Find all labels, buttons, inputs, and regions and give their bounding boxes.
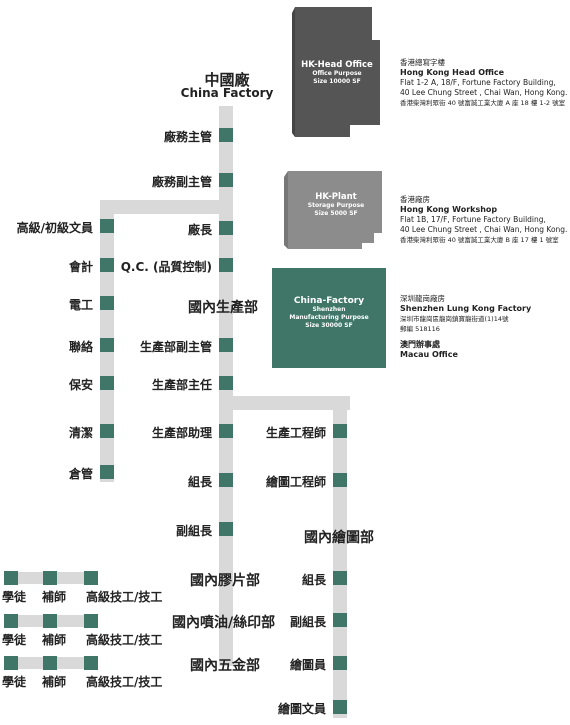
label-security: 保安 [68,378,93,392]
node-drafting-engineer [333,473,347,487]
hk-plant-label: HK-Plant Storage Purpose Size 5000 SF [307,192,365,217]
node-deputy-team-lead [219,522,233,536]
label-plant-head: 廠長 [187,223,212,237]
worker-node-3c [84,656,98,670]
node-left-0 [100,219,114,233]
hk-head-office-label: HK-Head Office Office Purpose Size 10000… [301,60,373,85]
worker-node-1a [4,571,18,585]
label-accountant: 會計 [68,260,93,274]
node-prod-engineer [333,424,347,438]
hk-plant-building [284,171,382,249]
label-apprentice-1: 學徒 [2,590,27,604]
node-factory-manager [219,128,233,142]
worker-node-1b [43,571,57,585]
label-apprentice-2: 學徒 [2,633,27,647]
node-deputy-factory-manager [219,173,233,187]
label-qc: Q.C. (品質控制) [120,260,212,274]
node-prod-deputy [219,338,233,352]
china-factory-title-zh: 中國廠 [204,71,250,89]
left-branch-horizontal [100,200,233,214]
china-factory-address: 深圳龍崗廠房 Shenzhen Lung Kong Factory 深圳市龍崗區… [400,294,532,359]
label-hardware-dept: 國內五金部 [190,658,260,674]
label-drafting-engineer: 繪圖工程師 [265,475,326,489]
label-team-lead: 組長 [187,475,212,489]
node-left-6 [100,465,114,479]
china-factory-title-en: China Factory [180,86,274,100]
label-right-team-lead: 組長 [301,573,326,587]
label-warehouse: 倉管 [68,467,93,481]
node-drafter [333,656,347,670]
label-apprentice-3: 學徒 [2,675,27,689]
label-spray-dept: 國內噴油/絲印部 [172,615,276,631]
node-right-deputy-team-lead [333,613,347,627]
label-production-dept: 國內生產部 [188,300,258,316]
label-assistant-3: 補師 [42,675,67,689]
label-factory-manager: 廠務主管 [163,130,212,144]
worker-node-2b [43,614,57,628]
hk-plant-address: 香港廠房 Hong Kong Workshop Flat 1B, 17/F, F… [400,195,568,244]
worker-node-3b [43,656,57,670]
china-factory-building [272,268,386,368]
label-technician-2: 高級技工/技工 [86,633,163,647]
label-right-deputy-team-lead: 副組長 [289,615,326,629]
label-electrician: 電工 [68,298,93,312]
worker-node-3a [4,656,18,670]
label-drafter: 繪圖員 [289,658,326,672]
label-cleaning: 清潔 [68,426,93,440]
worker-node-1c [84,571,98,585]
label-assistant-2: 補師 [42,633,67,647]
label-technician-3: 高級技工/技工 [86,675,163,689]
label-assistant-1: 補師 [42,590,67,604]
label-technician-1: 高級技工/技工 [86,590,163,604]
node-prod-assistant [219,424,233,438]
node-left-1 [100,258,114,272]
label-clerk: 高級/初級文員 [16,221,93,235]
label-rubber-dept: 國內膠片部 [190,573,260,589]
node-left-2 [100,296,114,310]
hk-head-office-building [292,7,380,137]
worker-node-2c [84,614,98,628]
node-prod-head [219,376,233,390]
node-drawing-clerk [333,700,347,714]
label-drawing-dept: 國內繪圖部 [304,530,374,546]
label-prod-head: 生產部主任 [151,378,212,392]
node-plant-head [219,221,233,235]
node-qc [219,258,233,272]
node-team-lead [219,473,233,487]
label-prod-engineer: 生產工程師 [265,426,326,440]
right-branch-horizontal [233,396,350,410]
china-factory-label: China-Factory Shenzhen Manufacturing Pur… [289,296,369,329]
node-right-team-lead [333,571,347,585]
label-prod-deputy: 生產部副主管 [139,340,212,354]
worker-node-2a [4,614,18,628]
label-deputy-team-lead: 副組長 [175,524,212,538]
node-left-5 [100,424,114,438]
hk-head-address: 香港總寫字樓 Hong Kong Head Office Flat 1-2 A,… [400,58,568,107]
label-drawing-clerk: 繪圖文員 [277,702,326,716]
label-liaison: 聯絡 [68,340,93,354]
node-left-4 [100,376,114,390]
node-left-3 [100,338,114,352]
label-prod-assistant: 生產部助理 [151,426,212,440]
label-deputy-factory-manager: 廠務副主管 [151,175,212,189]
